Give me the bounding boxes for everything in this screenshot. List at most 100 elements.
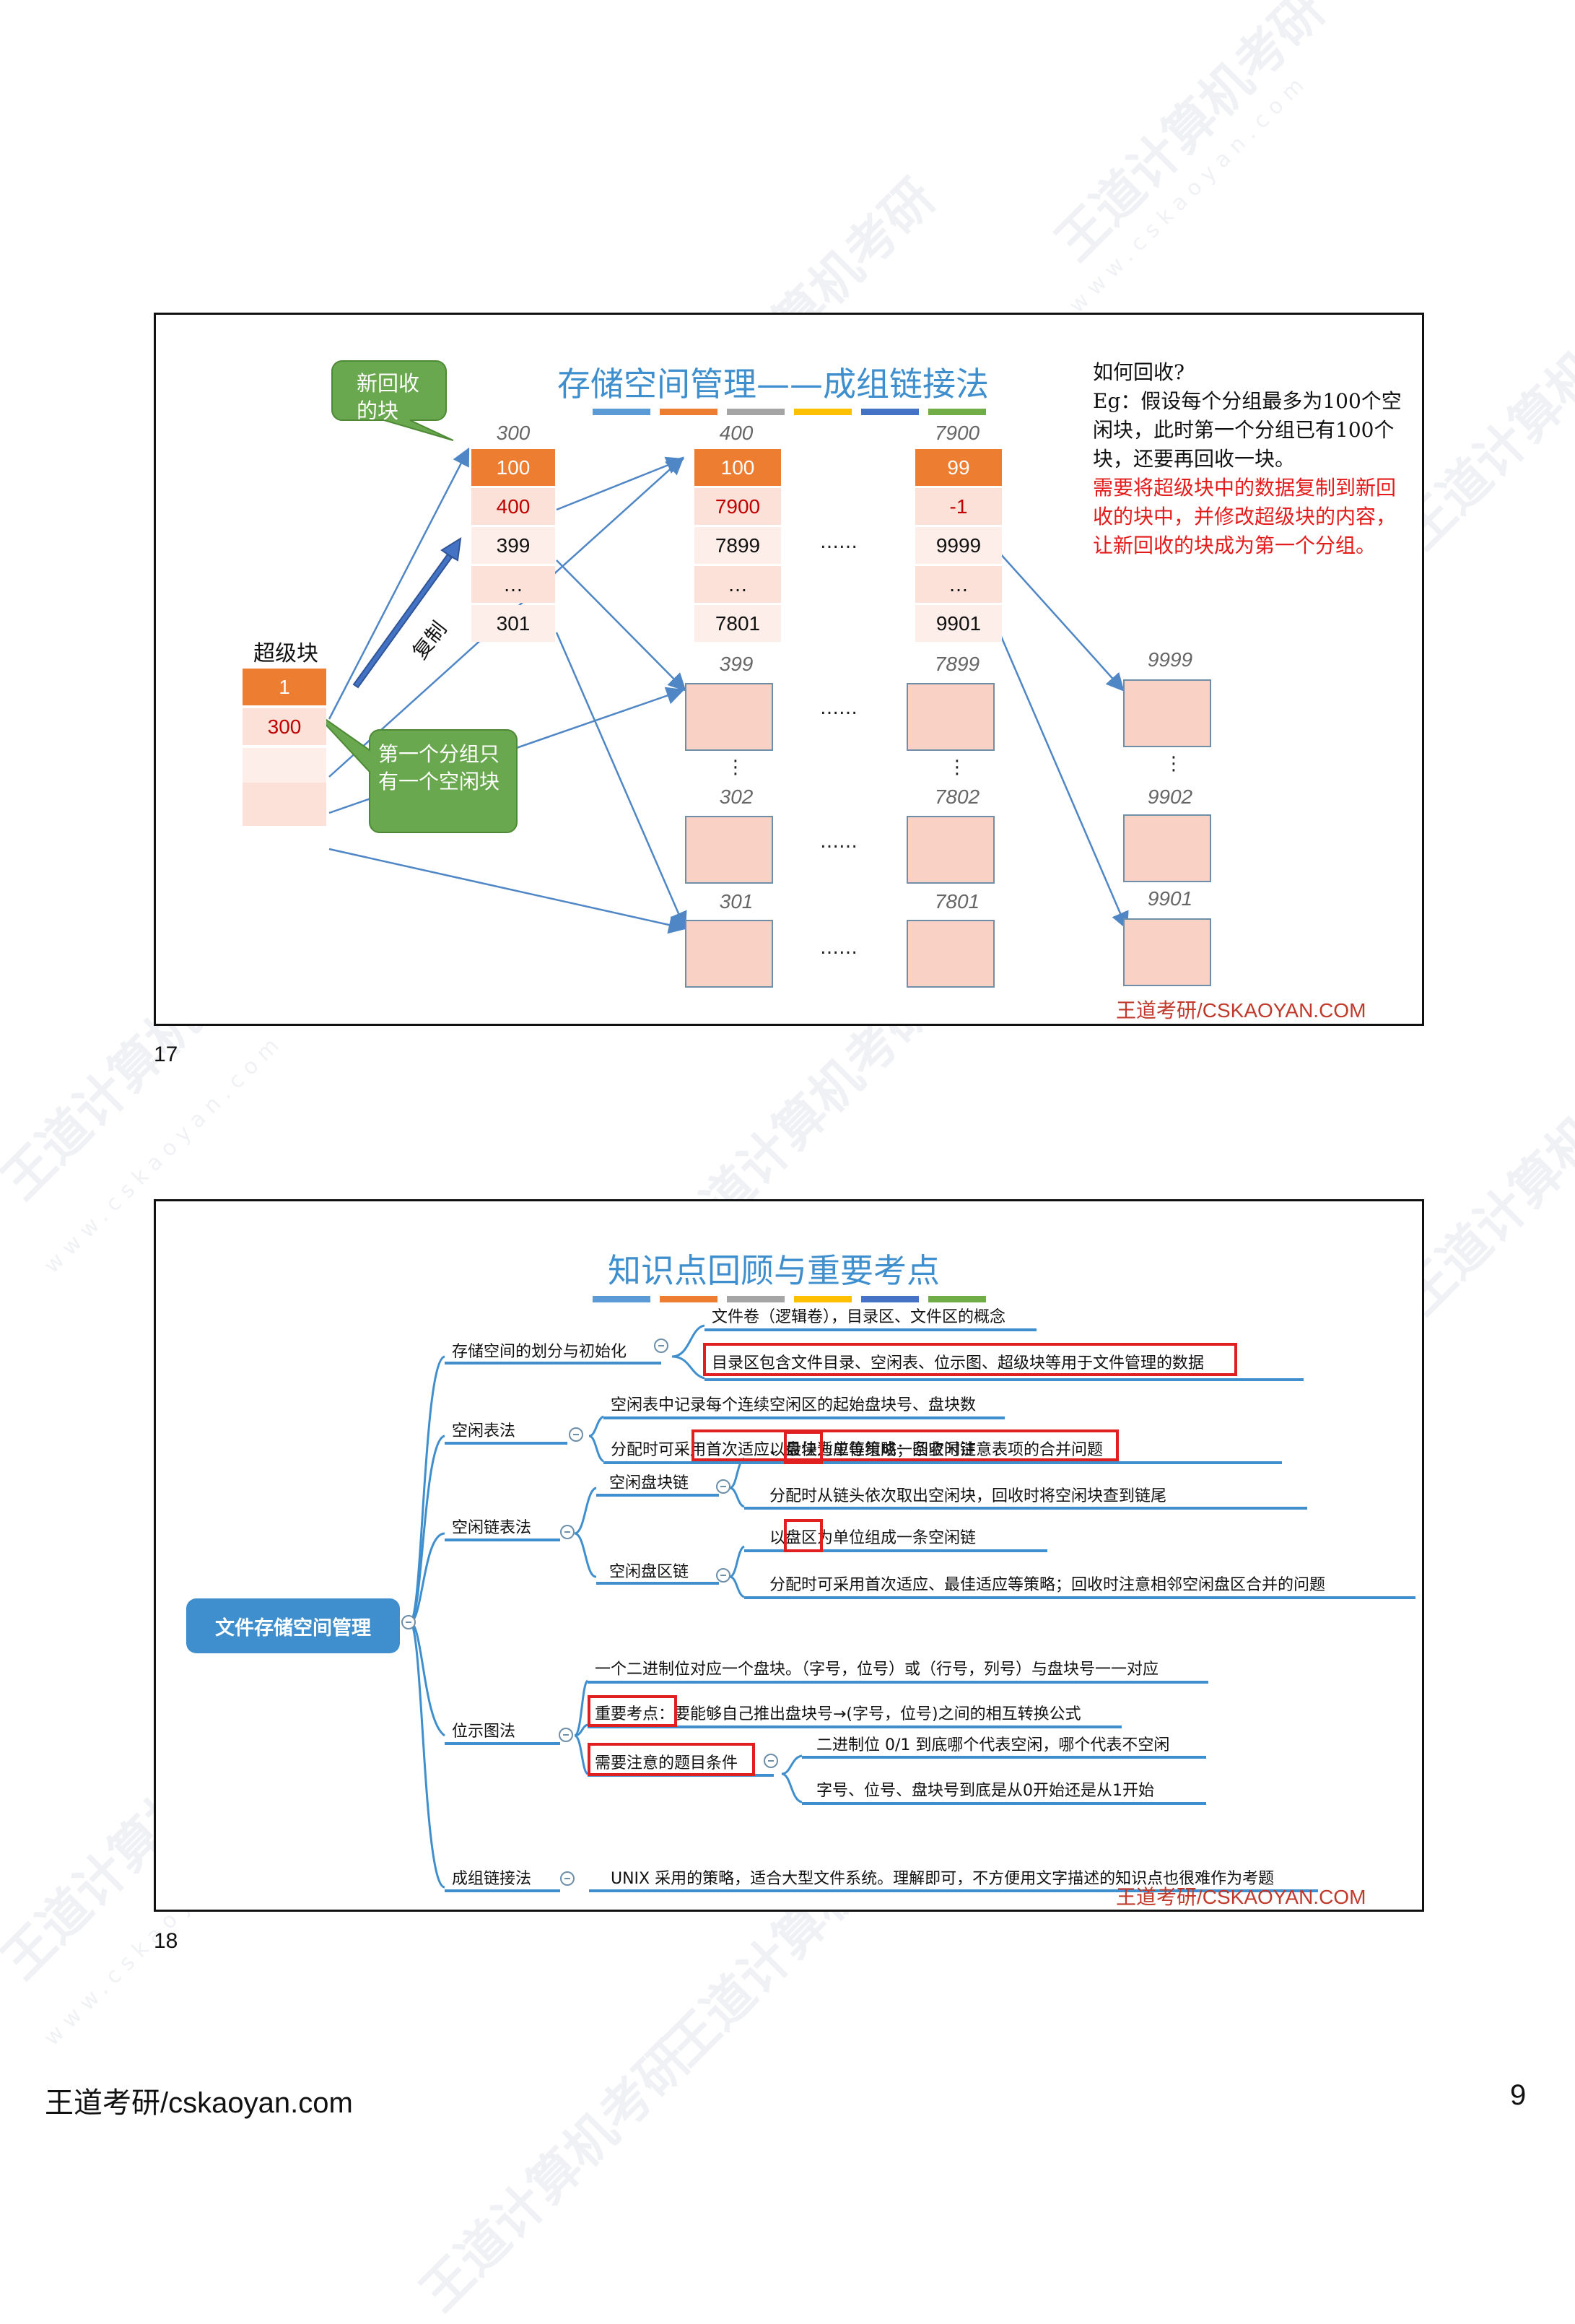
reclaim-example: Eg：假设每个分组最多为100个空闲块，此时第一个分组已有100个块，还要再回收… [1093, 389, 1402, 471]
footer-brand: 王道考研/cskaoyan.com [45, 2087, 353, 2119]
ellipsis: …… [820, 531, 858, 553]
block-cell: 7900 [694, 488, 781, 525]
reclaim-question: 如何回收? [1093, 360, 1185, 384]
collapse-icon[interactable] [401, 1615, 416, 1629]
free-block [907, 920, 995, 988]
block-header: 7900 [934, 422, 980, 444]
title-color-bars [593, 1296, 986, 1302]
sub-branch-underline [596, 1582, 719, 1585]
branch-underline [445, 1442, 567, 1445]
super-cell [243, 748, 326, 785]
block-header: 7899 [934, 653, 980, 675]
collapse-icon[interactable] [716, 1479, 730, 1494]
callout-first-bubble [311, 709, 518, 833]
leaf-underline [744, 1507, 1307, 1510]
block-cell: … [694, 566, 781, 603]
super-cell [243, 783, 326, 826]
free-block [685, 683, 773, 751]
leaf-underline [802, 1802, 1206, 1805]
branch-label: 成组链接法 [452, 1870, 532, 1888]
slide-18: 知识点回顾与重要考点 文件存储空 [154, 1199, 1424, 1912]
connector-arrows [311, 360, 1129, 934]
leaf-label: 一个二进制位对应一个盘块。（字号，位号）或（行号，列号）与盘块号一一对应 [595, 1661, 1159, 1679]
leaf-underline [744, 1461, 1047, 1464]
branch-label: 空闲链表法 [452, 1519, 532, 1537]
free-block [685, 816, 773, 884]
collapse-icon[interactable] [560, 1871, 575, 1886]
leaf-label: 以盘块为单位组成一条空闲链 [769, 1441, 977, 1459]
vertical-dots: ⋮ [726, 757, 745, 778]
block-header: 301 [719, 890, 754, 913]
block-header: 7801 [934, 890, 980, 913]
leaf-underline [704, 1328, 1037, 1331]
watermark: 王道计算机考研 [1044, 0, 1337, 272]
mindmap-root: 文件存储空间管理 [186, 1598, 400, 1653]
root-label: 文件存储空间管理 [215, 1616, 371, 1640]
leaf-underline [588, 1725, 1122, 1728]
block-header: 400 [719, 422, 754, 444]
branch-label: 空闲表法 [452, 1422, 516, 1440]
block-header: 300 [496, 422, 531, 444]
highlight-box [784, 1431, 823, 1464]
highlight-box [784, 1519, 823, 1552]
ellipsis: …… [820, 831, 858, 853]
block-cell: … [471, 566, 555, 603]
block-cell: 100 [694, 449, 781, 486]
leaf-label: 分配时可采用首次适应、最佳适应等策略；回收时注意相邻空闲盘区合并的问题 [769, 1576, 1326, 1594]
collapse-icon[interactable] [569, 1427, 583, 1442]
callout-first-text: 第一个分组只有一个空闲块 [378, 742, 500, 793]
leaf-label: 分配时从链头依次取出空闲块，回收时将空闲块查到链尾 [769, 1487, 1167, 1505]
leaf-underline [802, 1756, 1206, 1759]
block-cell: 100 [471, 449, 555, 486]
reclaim-note: 如何回收? Eg：假设每个分组最多为100个空闲块，此时第一个分组已有100个块… [1093, 358, 1408, 560]
sub-branch-underline [596, 1494, 719, 1497]
leaf-label: 二进制位 0/1 到底哪个代表空闲，哪个代表不空闲 [816, 1736, 1170, 1754]
collapse-icon[interactable] [764, 1754, 778, 1768]
watermark-url: www.cskaoyan.com [1064, 68, 1314, 318]
branch-underline [445, 1889, 560, 1892]
block-cell: 301 [471, 605, 555, 642]
block-header: 399 [719, 653, 754, 675]
block-cell: 99 [915, 449, 1002, 486]
block-header: 7802 [934, 785, 980, 808]
sub-branch-label: 空闲盘区链 [609, 1563, 689, 1581]
vertical-dots: ⋮ [948, 757, 967, 778]
collapse-icon[interactable] [654, 1339, 668, 1353]
free-block [1123, 918, 1211, 986]
callout-new-text: 新回收的块 [357, 371, 420, 423]
page-number: 9 [1510, 2079, 1527, 2111]
block-header: 9901 [1147, 887, 1193, 910]
block-cell: 7899 [694, 527, 781, 564]
collapse-icon[interactable] [716, 1568, 730, 1583]
slide-number: 18 [154, 1929, 178, 1953]
mindmap-connectors [409, 1324, 803, 1889]
block-cell: -1 [915, 488, 1002, 525]
super-cell: 1 [243, 669, 326, 705]
free-block [685, 920, 773, 988]
block-cell: … [915, 566, 1002, 603]
highlight-box [588, 1743, 755, 1776]
reclaim-method: 需要将超级块中的数据复制到新回收的块中，并修改超级块的内容，让新回收的块成为第一… [1093, 476, 1397, 557]
ellipsis: …… [820, 937, 858, 959]
leaf-label: UNIX 采用的策略，适合大型文件系统。理解即可，不方便用文字描述的知识点也很难… [611, 1870, 1275, 1888]
slide-number: 17 [154, 1043, 178, 1066]
free-block [1123, 814, 1211, 882]
slide-17-title: 存储空间管理——成组链接法 [557, 365, 989, 404]
branch-label: 存储空间的划分与初始化 [452, 1343, 627, 1361]
collapse-icon[interactable] [560, 1525, 575, 1539]
sub-branch-label: 空闲盘块链 [609, 1474, 689, 1492]
block-header: 9902 [1147, 785, 1193, 808]
block-header: 302 [719, 785, 754, 808]
super-block-label: 超级块 [253, 641, 318, 666]
block-cell: 400 [471, 488, 555, 525]
branch-label: 位示图法 [452, 1723, 516, 1741]
free-block [907, 683, 995, 751]
ellipsis: …… [820, 697, 858, 719]
collapse-icon[interactable] [559, 1728, 573, 1742]
leaf-label: 空闲表中记录每个连续空闲区的起始盘块号、盘块数 [611, 1396, 977, 1414]
highlight-box [691, 1429, 1119, 1461]
block-cell: 7801 [694, 605, 781, 642]
leaf-label: 字号、位号、盘块号到底是从0开始还是从1开始 [816, 1782, 1154, 1800]
sub-branch-label: 需要注意的题目条件 [595, 1754, 738, 1772]
leaf-label: 以盘区为单位组成一条空闲链 [769, 1529, 977, 1547]
